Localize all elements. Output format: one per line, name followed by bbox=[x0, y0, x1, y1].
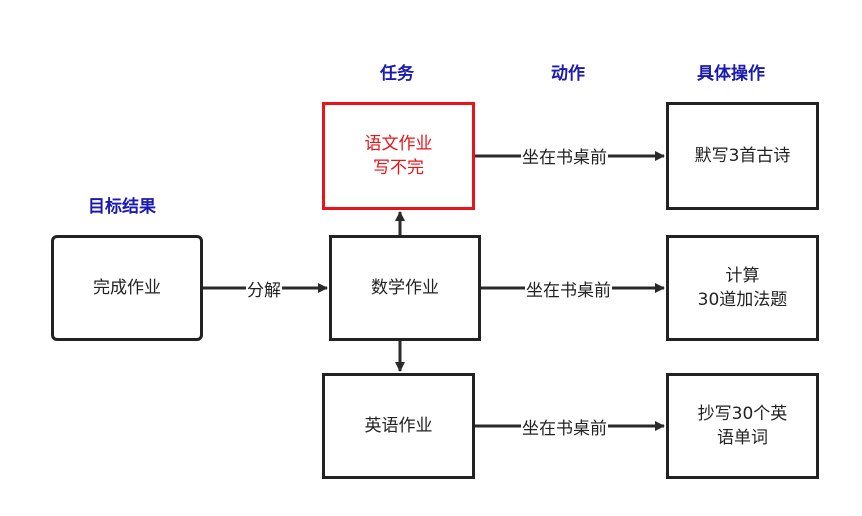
node-math-homework: 数学作业 bbox=[329, 235, 481, 341]
edge-label-action-english: 坐在书桌前 bbox=[521, 418, 608, 440]
node-goal-text: 完成作业 bbox=[93, 278, 161, 298]
edge-label-action-chinese: 坐在书桌前 bbox=[521, 147, 608, 169]
node-chinese-homework: 语文作业 写不完 bbox=[322, 102, 475, 210]
node-op-english: 抄写30个英 语单词 bbox=[666, 373, 819, 479]
node-chinese-line-2: 写不完 bbox=[373, 158, 424, 178]
node-op-english-line-2: 语单词 bbox=[716, 428, 768, 448]
header-goal: 目标结果 bbox=[88, 197, 156, 217]
node-english-text: 英语作业 bbox=[364, 416, 433, 436]
header-operation: 具体操作 bbox=[697, 64, 765, 84]
header-action: 动作 bbox=[551, 64, 585, 84]
node-math-text: 数学作业 bbox=[371, 278, 439, 298]
node-op-english-line-1: 抄写30个英 bbox=[697, 404, 788, 424]
node-op-math: 计算 30道加法题 bbox=[666, 235, 819, 341]
node-op-chinese: 默写3首古诗 bbox=[666, 102, 819, 210]
header-task: 任务 bbox=[380, 64, 414, 84]
node-chinese-line-1: 语文作业 bbox=[364, 134, 433, 154]
node-op-chinese-text: 默写3首古诗 bbox=[694, 146, 791, 166]
node-english-homework: 英语作业 bbox=[322, 373, 475, 479]
edge-label-action-math: 坐在书桌前 bbox=[525, 280, 612, 302]
node-op-math-line-2: 30道加法题 bbox=[697, 290, 788, 310]
edge-label-decompose: 分解 bbox=[246, 280, 282, 302]
node-goal: 完成作业 bbox=[51, 235, 203, 341]
node-op-math-line-1: 计算 bbox=[725, 266, 760, 286]
